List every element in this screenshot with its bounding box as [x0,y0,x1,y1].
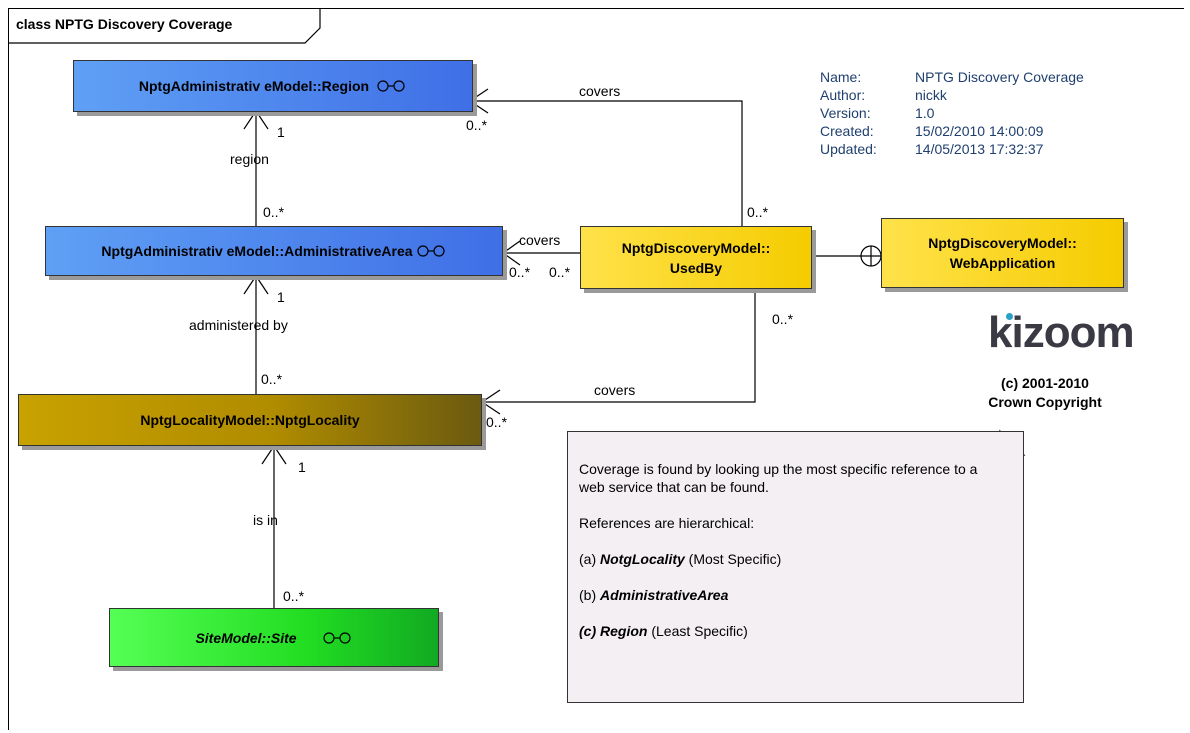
note-paragraph: Coverage is found by looking up the most… [579,461,978,495]
note-paragraph: References are hierarchical: [579,515,755,531]
meta-created-label: Created: [820,123,874,139]
diagram-metadata: Name: NPTG Discovery Coverage Author: nick… [820,68,1084,158]
arrowhead-admin [501,240,521,266]
copyright: (c) 2001-2010 Crown Copyright [960,374,1130,412]
multiplicity: 0..* [486,414,508,430]
class-web-application[interactable]: NptgDiscoveryModel:: WebApplication [881,218,1124,288]
label-covers-locality: covers [594,382,636,398]
arrowhead-locality-up [261,444,287,465]
meta-created: 15/02/2010 14:00:09 [915,123,1044,139]
note-text: Coverage is found by looking up the most… [579,460,999,658]
diagram-title: class NPTG Discovery Coverage [16,16,233,32]
class-nptg-locality-name: NptgLocalityModel::NptgLocality [140,412,360,428]
label-is-in: is in [253,512,278,528]
meta-updated-label: Updated: [820,141,877,157]
label-covers-region: covers [579,83,621,99]
class-nptg-locality[interactable]: NptgLocalityModel::NptgLocality [18,394,482,446]
multiplicity: 1 [277,124,285,140]
component-icon [416,245,445,257]
label-administered-by: administered by [189,317,288,333]
multiplicity: 0..* [549,264,571,280]
class-region[interactable]: NptgAdministrativ eModel::Region [73,60,473,112]
meta-updated: 14/05/2013 17:32:37 [915,141,1044,157]
connector-covers-region [470,100,743,226]
meta-author: nickk [915,87,947,103]
frame-title-tab [9,8,321,44]
multiplicity: 0..* [509,264,531,280]
label-region: region [230,151,269,167]
meta-version: 1.0 [915,105,935,121]
multiplicity: 1 [277,289,285,305]
note-item-b: (b) AdministrativeArea [579,587,729,603]
component-icon [377,80,405,92]
multiplicity: 0..* [772,311,794,327]
meta-author-label: Author: [820,87,866,103]
class-site-name: SiteModel::Site [195,629,297,646]
class-administrative-area[interactable]: NptgAdministrativ eModel::Administrative… [45,226,503,276]
class-administrative-area-name: NptgAdministrativ eModel::Administrative… [101,243,413,259]
diagram-note[interactable]: Coverage is found by looking up the most… [567,431,1024,703]
copyright-line1: (c) 2001-2010 [1001,375,1089,391]
arrowhead-admin-up [243,274,269,295]
component-icon [322,631,351,644]
class-used-by[interactable]: NptgDiscoveryModel:: UsedBy [580,226,812,289]
multiplicity: 1 [298,459,306,475]
class-web-application-line2: WebApplication [949,255,1056,271]
meta-version-label: Version: [820,105,871,121]
class-region-name: NptgAdministrativ eModel::Region [138,78,370,94]
class-site[interactable]: SiteModel::Site [109,608,439,667]
connector-covers-locality [482,289,756,403]
copyright-line2: Crown Copyright [988,394,1102,410]
logo-dot-icon [1006,313,1013,320]
multiplicity: 0..* [466,117,488,133]
meta-name: NPTG Discovery Coverage [915,69,1084,85]
arrowhead-locality [480,389,501,415]
meta-name-label: Name: [820,69,862,85]
class-web-application-line1: NptgDiscoveryModel:: [928,235,1077,251]
class-used-by-line2: UsedBy [669,259,723,276]
multiplicity: 0..* [283,588,305,604]
multiplicity: 0..* [261,371,283,387]
class-used-by-line1: NptgDiscoveryModel:: [621,239,771,256]
multiplicity: 0..* [747,204,769,220]
diagram-frame [8,8,1184,730]
note-item-a: (a) NotgLocality (Most Specific) [579,551,782,567]
multiplicity: 0..* [263,204,285,220]
note-item-c: (c) Region (Least Specific) [579,623,748,639]
label-covers-admin: covers [519,232,561,248]
